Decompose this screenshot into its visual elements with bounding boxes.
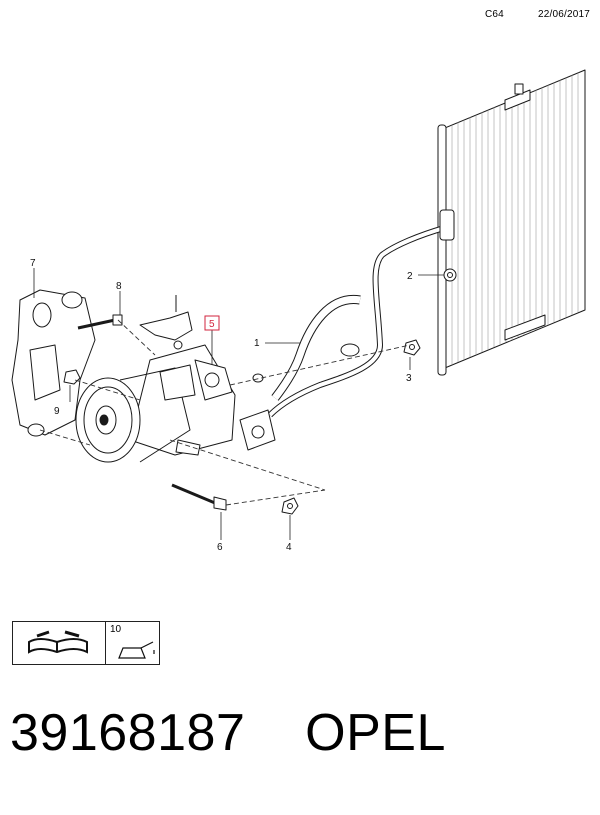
exploded-parts-diagram: 1 2 3 4 5 6 7 8 9 xyxy=(11,69,586,553)
diagram-code: C64 xyxy=(485,9,504,20)
refrigerant-pipe xyxy=(239,209,455,451)
callout-5: 5 xyxy=(209,319,215,330)
diagram-date: 22/06/2017 xyxy=(538,9,591,20)
pipe-bracket xyxy=(139,295,193,350)
ac-compressor xyxy=(75,344,236,463)
compressor-bracket xyxy=(11,289,96,437)
nut-4 xyxy=(281,497,299,515)
bolt-8 xyxy=(77,314,123,330)
legend-divider xyxy=(105,622,106,664)
repair-manual-icon xyxy=(28,630,88,654)
highlight-box xyxy=(204,315,220,331)
callout-8: 8 xyxy=(116,281,122,292)
callout-9: 9 xyxy=(54,406,60,417)
valve-cap-2 xyxy=(443,268,457,282)
callout-7: 7 xyxy=(30,258,36,269)
brand-name: OPEL xyxy=(305,704,446,762)
callout-6: 6 xyxy=(217,542,223,553)
assembly-lines xyxy=(39,319,411,506)
legend-ref-number: 10 xyxy=(110,624,122,635)
condenser xyxy=(437,69,586,376)
callout-2: 2 xyxy=(407,271,413,282)
leader-lines xyxy=(33,268,444,540)
legend-box: 10 xyxy=(12,621,160,665)
part-footer: 39168187 OPEL xyxy=(10,707,446,759)
bolt-6 xyxy=(171,483,227,511)
callout-4: 4 xyxy=(286,542,292,553)
oil-can-icon xyxy=(118,641,155,659)
nut-3 xyxy=(403,339,421,356)
callout-3: 3 xyxy=(406,373,412,384)
callout-1: 1 xyxy=(254,338,260,349)
part-number: 39168187 xyxy=(10,704,246,762)
